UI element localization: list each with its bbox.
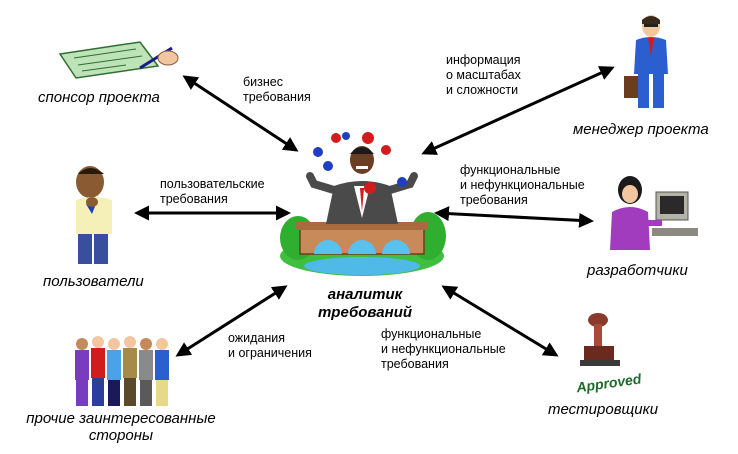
- analyst-label-line2: требований: [317, 304, 413, 321]
- edge-label-testers-line2: и нефункциональные: [381, 342, 506, 356]
- edge-label-testers-line3: требования: [381, 357, 449, 371]
- arrow-others: [175, 285, 288, 357]
- edge-label-sponsor-line1: бизнес: [243, 75, 283, 89]
- edge-label-others-line2: и ограничения: [228, 346, 312, 360]
- edge-label-sponsor: бизнес требования: [243, 75, 311, 105]
- edge-label-developers: функциональные и нефункциональные требов…: [460, 163, 585, 208]
- role-users: пользователи: [43, 273, 144, 290]
- edge-label-manager-line2: о масштабах: [446, 68, 521, 82]
- edge-label-manager-line3: и сложности: [446, 83, 519, 97]
- edge-label-users-line1: пользовательские: [160, 177, 265, 191]
- edge-label-manager: информация о масштабах и сложности: [446, 53, 521, 98]
- analyst-label: аналитик требований: [300, 286, 430, 322]
- analyst-label-line1: аналитик: [327, 286, 403, 303]
- edge-label-testers-line1: функциональные: [381, 327, 482, 341]
- arrow-developers: [434, 206, 594, 228]
- edge-label-developers-line1: функциональные: [460, 163, 561, 177]
- edge-label-testers: функциональные и нефункциональные требов…: [381, 327, 506, 372]
- role-developers: разработчики: [587, 262, 688, 279]
- edge-label-developers-line3: требования: [460, 193, 528, 207]
- developer-at-computer-icon: [610, 176, 698, 250]
- arrow-testers: [441, 285, 559, 357]
- role-sponsor: спонсор проекта: [38, 89, 160, 106]
- edge-label-sponsor-line2: требования: [243, 90, 311, 104]
- analyst-illustration: [280, 132, 446, 276]
- edge-label-others-line1: ожидания: [228, 331, 286, 345]
- sponsor-checkbook-icon: [58, 41, 179, 79]
- arrow-manager: [421, 66, 615, 155]
- role-testers: тестировщики: [548, 401, 659, 418]
- edge-label-users: пользовательские требования: [160, 177, 265, 207]
- user-thinking-icon: [76, 166, 112, 264]
- role-others-line2: стороны: [88, 427, 154, 444]
- approved-stamp-icon: Approved: [574, 313, 643, 394]
- manager-icon: [624, 15, 668, 108]
- edge-label-developers-line2: и нефункциональные: [460, 178, 585, 192]
- role-others: прочие заинтересованные стороны: [15, 410, 227, 444]
- role-others-line1: прочие заинтересованные: [26, 410, 216, 427]
- arrow-sponsor: [182, 75, 299, 152]
- role-manager: менеджер проекта: [573, 121, 709, 138]
- edge-label-manager-line1: информация: [446, 53, 521, 67]
- edge-label-others: ожидания и ограничения: [228, 331, 312, 361]
- stakeholders-group-icon: [75, 336, 169, 406]
- edge-label-users-line2: требования: [160, 192, 228, 206]
- stamp-text: Approved: [574, 370, 642, 394]
